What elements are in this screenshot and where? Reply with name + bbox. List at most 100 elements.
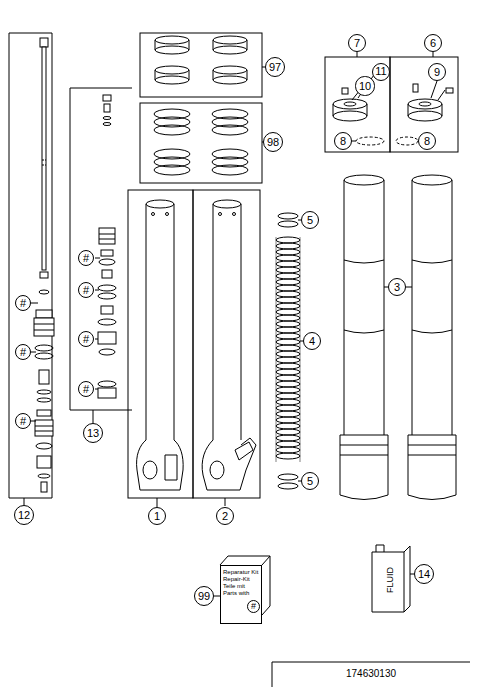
damper-group-13 — [98, 319, 116, 325]
callout-circle: 12 — [14, 505, 34, 525]
cap-group-6 — [419, 102, 431, 106]
damper-group-13 — [103, 117, 111, 120]
callout-circle: 8 — [334, 132, 352, 150]
bushing-group-97 — [155, 66, 189, 74]
callout-number: 8 — [340, 136, 346, 147]
outer-tubes-3 — [344, 175, 384, 185]
damper-group-13 — [98, 381, 116, 387]
kit-text: Teile mit — [223, 583, 259, 590]
cap-group-7 — [333, 99, 367, 109]
callout-circle: 1 — [148, 507, 166, 525]
bushing-group-97 — [140, 33, 262, 97]
lower-leg-2 — [202, 438, 256, 490]
callout-number: # — [83, 285, 89, 296]
fork-spring-4 — [276, 237, 300, 462]
fork-spring-4 — [276, 315, 300, 321]
callout-number: 9 — [434, 67, 440, 78]
bushing-group-97 — [213, 46, 247, 54]
cartridge-group-12 — [35, 420, 53, 436]
cap-group-6 — [446, 88, 453, 93]
fork-spring-4 — [276, 387, 300, 393]
damper-group-13 — [101, 250, 113, 256]
damper-group-13 — [70, 88, 132, 423]
seal-group-98 — [212, 165, 248, 175]
cartridge-group-12 — [36, 310, 52, 318]
cartridge-group-12 — [37, 398, 51, 402]
lower-leg-2 — [210, 461, 224, 479]
fork-spring-4 — [276, 369, 300, 375]
callout-number: # — [83, 253, 89, 264]
lower-leg-1 — [128, 190, 193, 498]
callout-number: 5 — [307, 476, 313, 487]
fork-spring-4 — [276, 273, 300, 279]
lower-leg-1 — [152, 213, 155, 216]
callout-number: # — [20, 298, 26, 309]
outer-tubes-3 — [344, 260, 384, 333]
fork-spring-4 — [276, 261, 300, 267]
kit-text: Repair-Kit — [223, 576, 259, 583]
callout-number: # — [83, 384, 89, 395]
callout-number: 3 — [394, 282, 400, 293]
fork-spring-4 — [276, 435, 300, 441]
callout-circle: 13 — [83, 423, 103, 443]
bushing-group-97 — [213, 36, 247, 44]
fork-spring-4 — [276, 255, 300, 261]
lower-leg-1 — [165, 455, 177, 480]
repair-kit-box: Reparatur KitRepair-KitTeile mitParts wi… — [220, 565, 262, 624]
callout-number: # — [251, 602, 256, 611]
lower-leg-1 — [157, 498, 158, 507]
fork-spring-4 — [276, 423, 300, 429]
lower-leg-1 — [143, 461, 157, 479]
lower-leg-2 — [213, 204, 241, 440]
seal-group-98 — [140, 103, 262, 183]
callout-circle: 9 — [428, 63, 446, 81]
kit-text: Parts with — [223, 590, 259, 597]
callout-number: 12 — [18, 510, 30, 521]
fork-spring-4 — [276, 303, 300, 309]
fork-spring-4 — [276, 267, 300, 273]
outer-tubes-3 — [408, 445, 456, 455]
callout-number: # — [83, 334, 89, 345]
cap-group-6 — [431, 81, 445, 100]
fork-spring-4 — [276, 291, 300, 297]
callout-number: 99 — [198, 591, 210, 602]
fork-spring-4 — [276, 411, 300, 417]
callout-circle: 2 — [216, 507, 234, 525]
cap-group-6 — [408, 99, 442, 109]
callout-number: 13 — [87, 428, 99, 439]
damper-group-13 — [95, 258, 100, 389]
callout-circle: 4 — [303, 332, 321, 350]
callout-circle: # — [78, 331, 94, 347]
outer-tubes-3 — [408, 435, 456, 500]
damper-group-13 — [98, 332, 116, 344]
fork-spring-4 — [276, 453, 300, 459]
damper-group-13 — [99, 228, 115, 244]
fork-spring-4 — [276, 321, 300, 327]
cap-group-7 — [325, 52, 390, 152]
callout-number: # — [20, 347, 26, 358]
cartridge-group-12 — [39, 370, 49, 384]
cartridge-group-12 — [37, 390, 51, 394]
callout-number: 10 — [359, 81, 371, 92]
fork-spring-4 — [276, 363, 300, 369]
callout-circle: # — [15, 344, 31, 360]
bushing-group-97 — [213, 66, 247, 74]
cap-group-6 — [352, 52, 458, 152]
cap-group-6 — [433, 52, 434, 57]
fork-spring-4 — [276, 447, 300, 453]
cap-group-7 — [325, 57, 390, 152]
fluid-can-14 — [372, 545, 414, 612]
callout-number: 97 — [269, 62, 281, 73]
callout-number: 7 — [354, 38, 360, 49]
lower-leg-2 — [225, 498, 226, 506]
cartridge-group-12 — [39, 290, 49, 294]
callout-circle: # — [15, 413, 31, 429]
callout-circle: 3 — [388, 278, 406, 296]
damper-group-13 — [99, 349, 115, 355]
callout-circle: 97 — [265, 57, 285, 77]
fork-spring-4 — [276, 441, 300, 447]
callout-circle: 99 — [194, 586, 214, 606]
lower-leg-2 — [235, 442, 253, 460]
callout-circle: 8 — [418, 132, 436, 150]
drawing-number-frame — [272, 662, 470, 687]
